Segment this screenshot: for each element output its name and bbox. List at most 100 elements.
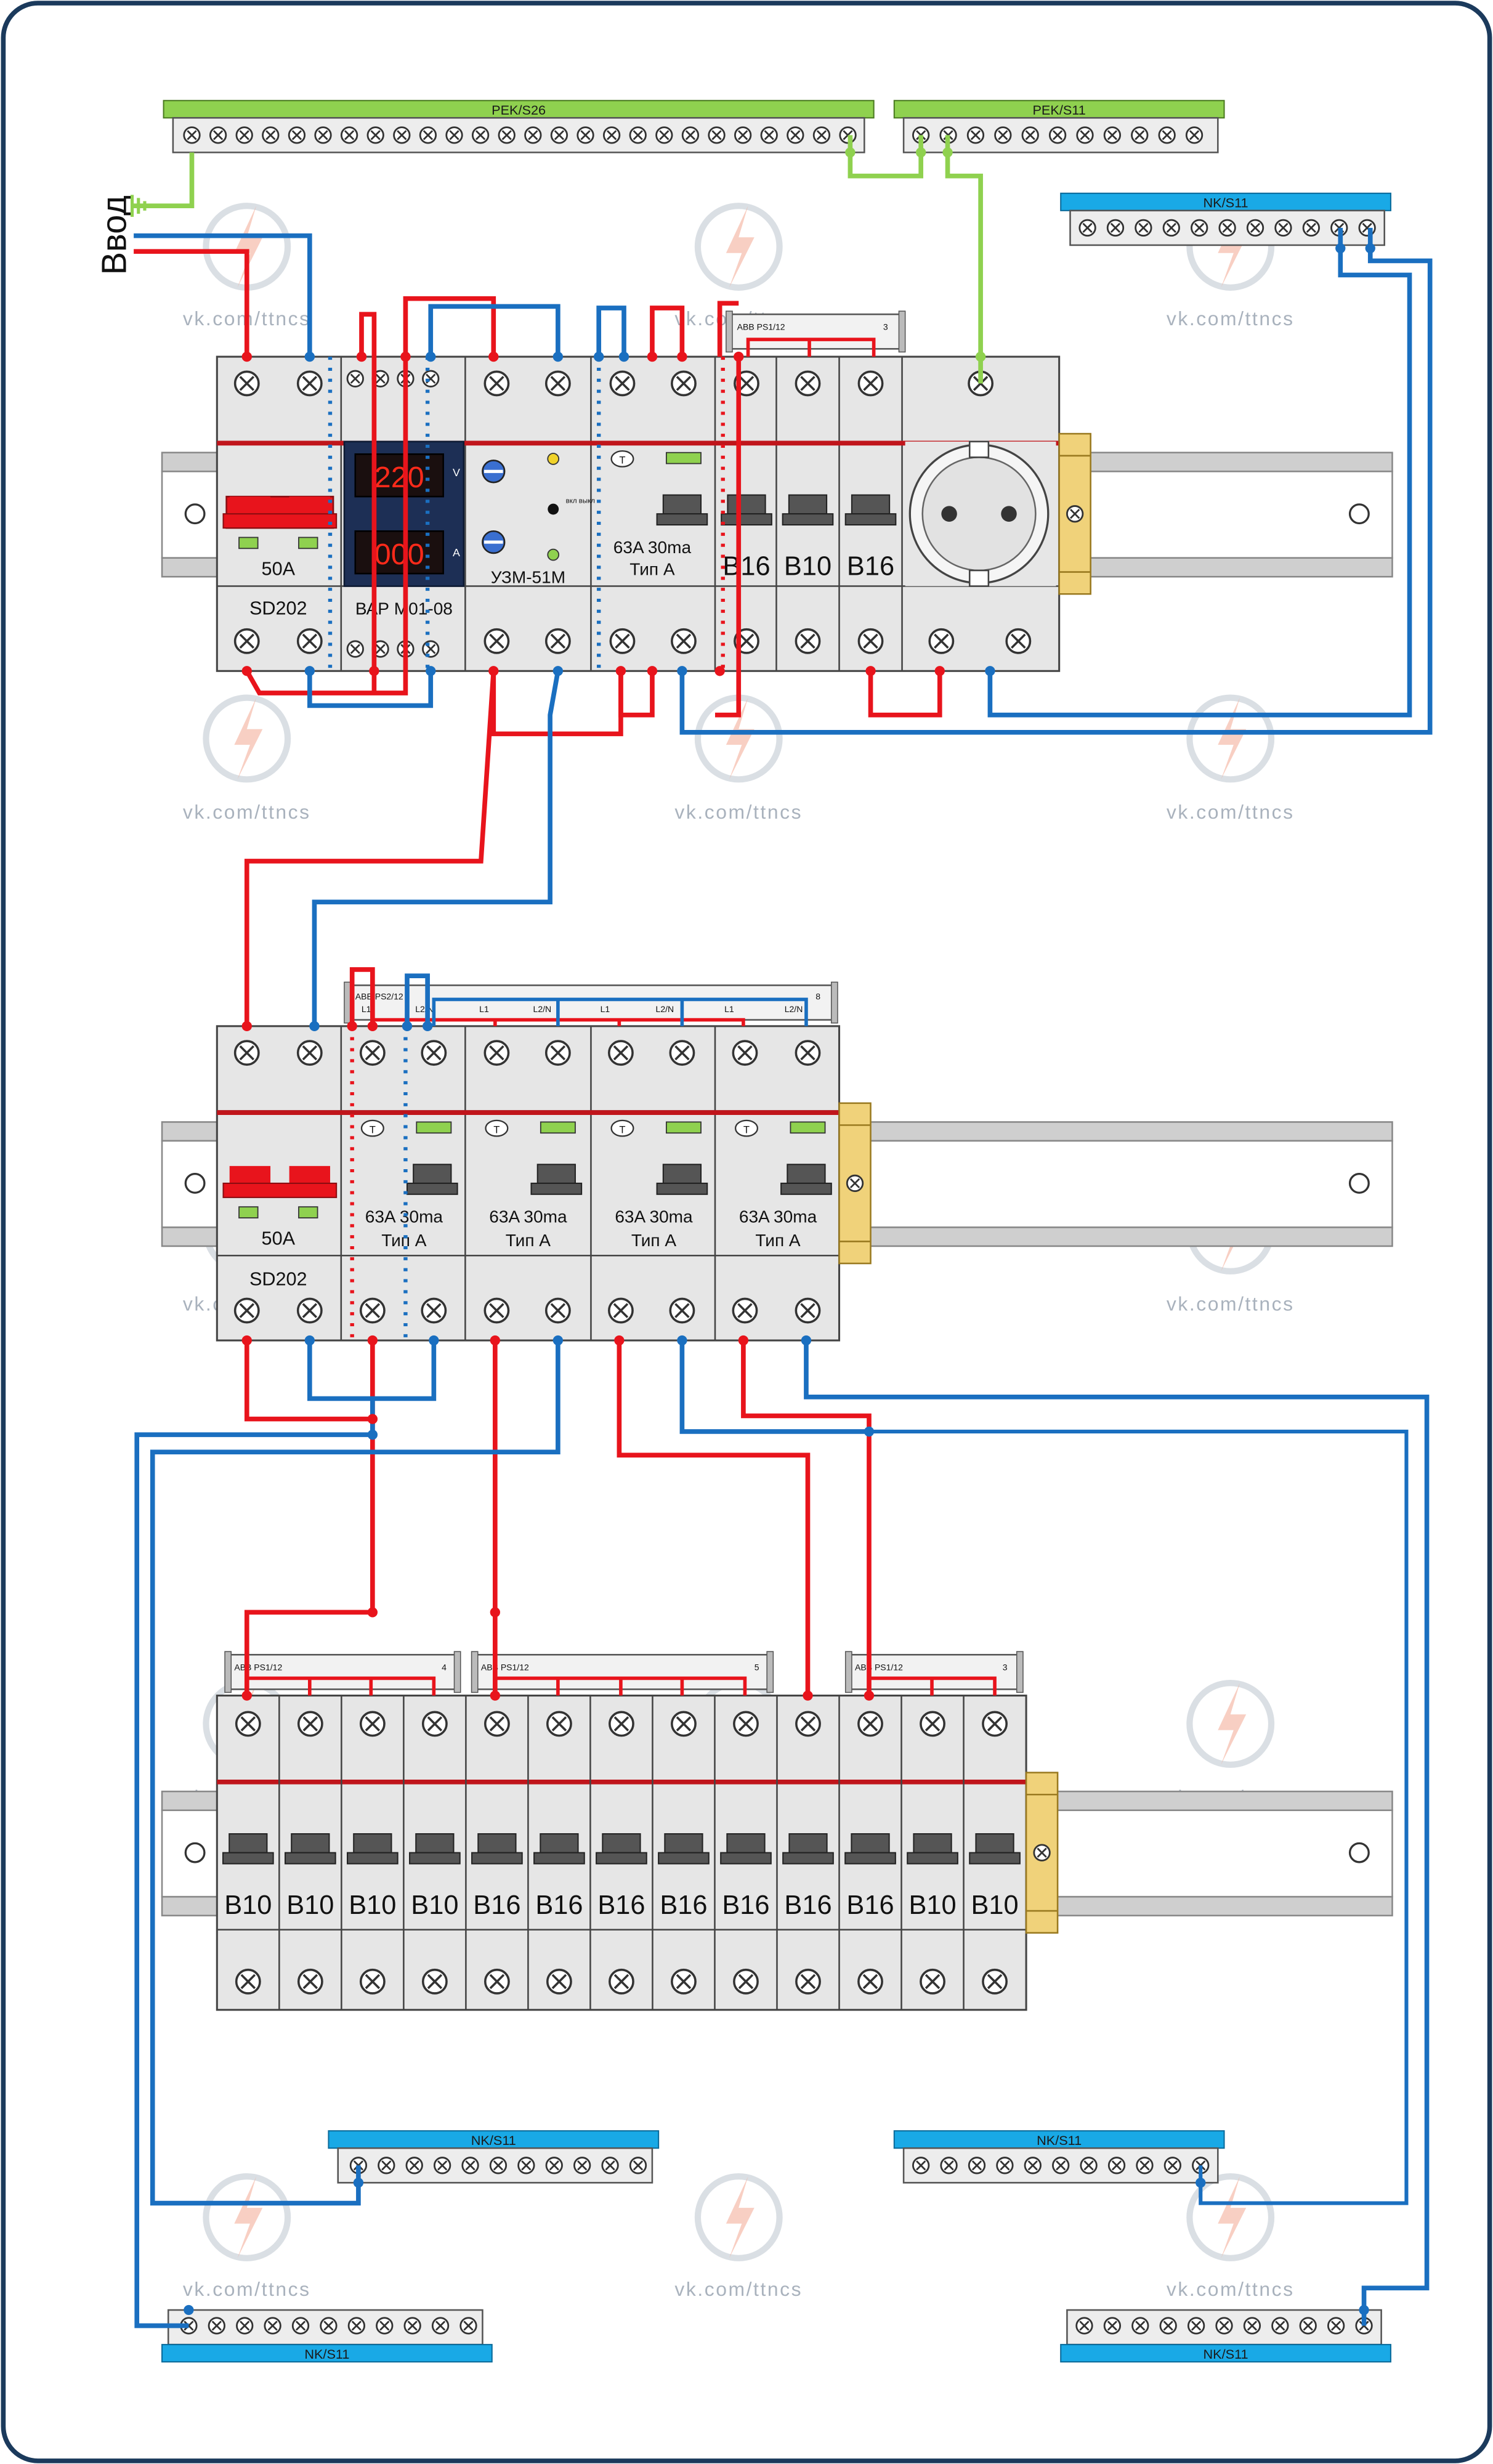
bus-terminal-screw[interactable] — [1163, 2157, 1181, 2174]
bus-terminal-screw[interactable] — [1159, 2317, 1177, 2335]
bus-terminal-screw[interactable] — [602, 126, 621, 144]
bus-terminal-screw[interactable] — [431, 2317, 450, 2335]
breaker-toggle[interactable] — [415, 1833, 455, 1854]
breaker-toggle[interactable] — [229, 1833, 268, 1854]
terminal-screw[interactable] — [920, 1711, 945, 1737]
rcd-toggle[interactable] — [536, 1164, 576, 1184]
bus-terminal-screw[interactable] — [405, 2157, 423, 2174]
bus-terminal-screw[interactable] — [262, 126, 280, 144]
terminal-screw[interactable] — [857, 1711, 883, 1737]
terminal-screw[interactable] — [1005, 628, 1032, 654]
terminal-screw[interactable] — [607, 1297, 634, 1324]
terminal-screw[interactable] — [671, 628, 697, 654]
terminal-screw[interactable] — [920, 1968, 945, 1995]
rcd-test-button[interactable] — [610, 1119, 634, 1137]
bus-terminal-screw[interactable] — [1187, 2317, 1205, 2335]
terminal-screw[interactable] — [795, 1968, 821, 1995]
terminal-screw[interactable] — [733, 1711, 759, 1737]
bus-terminal-screw[interactable] — [629, 126, 647, 144]
meter-terminal-screw[interactable] — [346, 370, 364, 387]
terminal-screw[interactable] — [359, 1968, 386, 1995]
terminal-screw[interactable] — [233, 628, 260, 654]
terminal-screw[interactable] — [546, 1968, 572, 1995]
bus-terminal-screw[interactable] — [655, 126, 673, 144]
bus-terminal-screw[interactable] — [1215, 2317, 1233, 2335]
terminal-screw[interactable] — [484, 370, 510, 397]
rcd-test-button[interactable] — [360, 1119, 384, 1137]
bus-terminal-screw[interactable] — [347, 2317, 365, 2335]
terminal-screw[interactable] — [795, 1040, 821, 1066]
terminal-screw[interactable] — [359, 1711, 386, 1737]
rcd-toggle[interactable] — [787, 1164, 826, 1184]
bus-terminal-screw[interactable] — [577, 126, 594, 144]
terminal-screw[interactable] — [671, 1968, 697, 1995]
breaker-toggle[interactable] — [727, 494, 766, 515]
bus-terminal-screw[interactable] — [445, 126, 463, 144]
bus-terminal-screw[interactable] — [760, 126, 778, 144]
bus-terminal-screw[interactable] — [517, 2157, 535, 2174]
bus-terminal-screw[interactable] — [1327, 2317, 1345, 2335]
bus-terminal-screw[interactable] — [1302, 219, 1320, 237]
terminal-screw[interactable] — [544, 628, 571, 654]
terminal-screw[interactable] — [669, 1040, 695, 1066]
terminal-screw[interactable] — [795, 1711, 821, 1737]
bus-terminal-screw[interactable] — [1135, 219, 1152, 237]
terminal-screw[interactable] — [857, 370, 884, 397]
terminal-screw[interactable] — [982, 1968, 1008, 1995]
bus-terminal-screw[interactable] — [433, 2157, 451, 2174]
bus-terminal-screw[interactable] — [320, 2317, 338, 2335]
bus-terminal-screw[interactable] — [1107, 2157, 1126, 2174]
bus-terminal-screw[interactable] — [1218, 219, 1236, 237]
breaker-toggle[interactable] — [477, 1833, 517, 1854]
terminal-screw[interactable] — [732, 1297, 758, 1324]
breaker-toggle[interactable] — [540, 1833, 579, 1854]
terminal-screw[interactable] — [733, 1968, 759, 1995]
terminal-screw[interactable] — [296, 1040, 323, 1066]
bus-terminal-screw[interactable] — [1271, 2317, 1289, 2335]
bus-terminal-screw[interactable] — [393, 126, 411, 144]
bus-terminal-screw[interactable] — [1136, 2157, 1154, 2174]
terminal-screw[interactable] — [857, 1968, 883, 1995]
terminal-screw[interactable] — [235, 1968, 261, 1995]
terminal-screw[interactable] — [609, 1711, 634, 1737]
terminal-screw[interactable] — [484, 1040, 510, 1066]
bus-terminal-screw[interactable] — [209, 126, 227, 144]
terminal-screw[interactable] — [484, 1711, 510, 1737]
bus-terminal-screw[interactable] — [1052, 2157, 1070, 2174]
rcd-toggle[interactable] — [413, 1164, 452, 1184]
bus-terminal-screw[interactable] — [378, 2157, 395, 2174]
bus-terminal-screw[interactable] — [1243, 2317, 1261, 2335]
terminal-screw[interactable] — [795, 1297, 821, 1324]
bus-terminal-screw[interactable] — [1246, 219, 1264, 237]
terminal-screw[interactable] — [296, 628, 323, 654]
rcd-test-button[interactable] — [485, 1119, 509, 1137]
breaker-toggle[interactable] — [353, 1833, 392, 1854]
terminal-screw[interactable] — [297, 1968, 323, 1995]
bus-terminal-screw[interactable] — [366, 126, 384, 144]
breaker-toggle[interactable] — [975, 1833, 1014, 1854]
bus-terminal-screw[interactable] — [1103, 2317, 1122, 2335]
terminal-screw[interactable] — [607, 1040, 634, 1066]
bus-terminal-screw[interactable] — [1076, 126, 1094, 144]
terminal-screw[interactable] — [421, 1040, 447, 1066]
bus-terminal-screw[interactable] — [1131, 2317, 1149, 2335]
meter-terminal-screw[interactable] — [346, 640, 364, 658]
bus-terminal-screw[interactable] — [1075, 2317, 1093, 2335]
bus-terminal-screw[interactable] — [314, 126, 332, 144]
bus-terminal-screw[interactable] — [208, 2317, 225, 2335]
terminal-screw[interactable] — [235, 1711, 261, 1737]
breaker-toggle[interactable] — [291, 1833, 330, 1854]
bus-terminal-screw[interactable] — [403, 2317, 421, 2335]
bus-terminal-screw[interactable] — [545, 2157, 563, 2174]
bus-terminal-screw[interactable] — [996, 2157, 1014, 2174]
terminal-screw[interactable] — [359, 1040, 386, 1066]
bus-terminal-screw[interactable] — [471, 126, 490, 144]
bus-terminal-screw[interactable] — [550, 126, 568, 144]
breaker-toggle[interactable] — [851, 494, 891, 515]
bus-terminal-screw[interactable] — [1185, 126, 1204, 144]
terminal-screw[interactable] — [544, 1040, 571, 1066]
bus-terminal-screw[interactable] — [1158, 126, 1176, 144]
meter-terminal-screw[interactable] — [422, 640, 440, 658]
bus-terminal-screw[interactable] — [288, 126, 306, 144]
bus-terminal-screw[interactable] — [1191, 219, 1208, 237]
